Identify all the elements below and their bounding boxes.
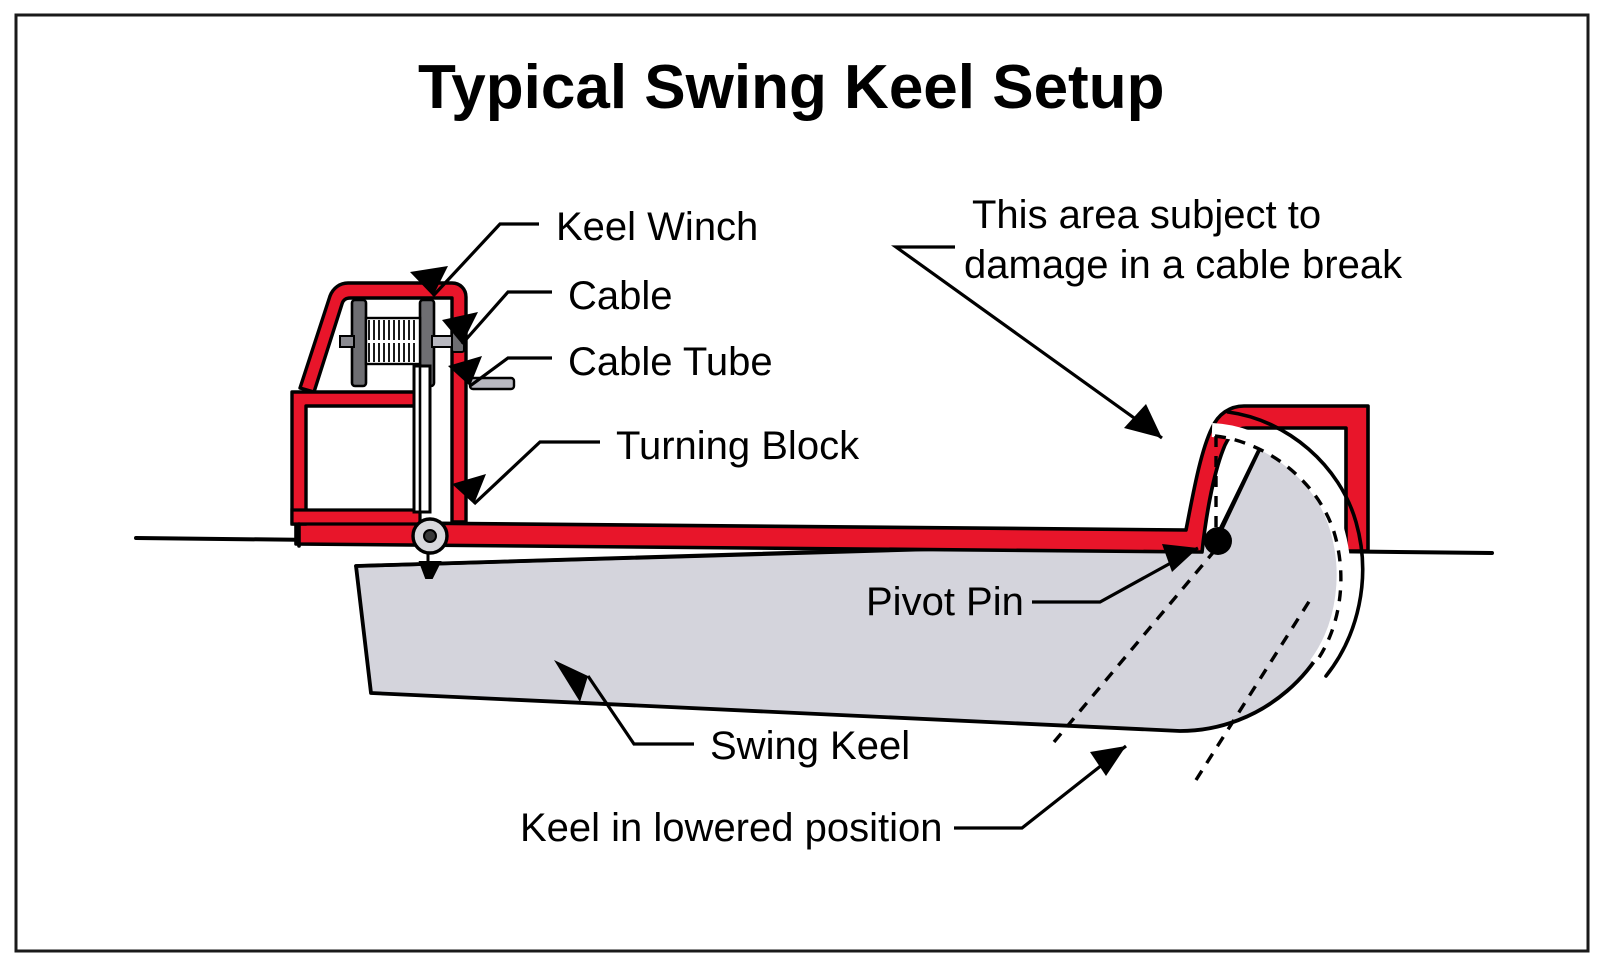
- damage-area-label-line1: This area subject to: [972, 193, 1321, 237]
- keel-lowered-label: Keel in lowered position: [520, 806, 942, 850]
- cable-tube-label: Cable Tube: [568, 340, 773, 384]
- cable-tube-leader: [469, 356, 552, 388]
- label-turning-block: Turning Block: [452, 424, 860, 506]
- keel-lowered-edge-aft: [1194, 599, 1312, 781]
- keel-trunk-gap: [1211, 423, 1351, 669]
- keel-winch-label: Keel Winch: [556, 205, 758, 249]
- cable-tube: [412, 364, 432, 514]
- winch-drum: [364, 316, 422, 366]
- pivot-pin: [1204, 527, 1232, 555]
- stern-outer-arc: [1226, 410, 1365, 678]
- pivot-pin-leader: [1032, 546, 1199, 604]
- keel-leading-radial: [1214, 442, 1264, 543]
- coiled-cable-wraps: [368, 320, 415, 362]
- turning-block-label: Turning Block: [616, 424, 860, 468]
- keel-winch-assembly: [339, 298, 465, 388]
- label-cable-tube: Cable Tube: [448, 340, 773, 388]
- label-pivot-pin: Pivot Pin: [866, 544, 1199, 624]
- winch-axle-left: [339, 335, 355, 348]
- cable-label: Cable: [568, 274, 673, 318]
- turning-block-arrowhead: [452, 474, 486, 504]
- label-keel-lowered: Keel in lowered position: [520, 744, 1127, 850]
- turning-block-leader: [472, 440, 600, 506]
- cabin-frame-lower: [290, 390, 422, 526]
- damage-area-arrowhead: [1124, 404, 1162, 438]
- label-damage-area: This area subject to damage in a cable b…: [891, 193, 1403, 440]
- label-keel-winch: Keel Winch: [410, 205, 758, 298]
- pivot-pin-label: Pivot Pin: [866, 580, 1024, 624]
- pivot-pin-arrowhead: [1162, 544, 1198, 572]
- cable-keel-attachment: [418, 561, 442, 579]
- label-swing-keel: Swing Keel: [554, 660, 910, 768]
- cable-leader: [460, 290, 552, 346]
- diagram-border: [14, 13, 1590, 953]
- cabin-sole: [290, 508, 422, 526]
- cable-tube-arrowhead: [448, 356, 482, 386]
- swing-keel-label: Swing Keel: [710, 724, 910, 768]
- swing-keel-leader: [586, 675, 694, 746]
- keel-lowered-arrowhead: [1090, 746, 1126, 776]
- turning-block-hub: [423, 529, 437, 543]
- page-title: Typical Swing Keel Setup: [418, 53, 1164, 122]
- label-cable: Cable: [442, 274, 673, 346]
- cable-arrowhead: [442, 312, 478, 344]
- turning-block-assembly: [411, 517, 449, 555]
- damage-area-label-line2: damage in a cable break: [964, 243, 1403, 287]
- cable-tube-assembly: [412, 364, 516, 514]
- cabin-frame-upper: [298, 281, 468, 524]
- damage-area-leader: [891, 245, 1163, 440]
- keel-lowered-edge-forward: [1052, 547, 1218, 744]
- swing-keel-arrowhead: [554, 660, 588, 702]
- keel-trunk-arc-dashed: [1214, 434, 1343, 663]
- keel-lowered-leader: [954, 744, 1127, 830]
- keel-winch-leader: [431, 222, 539, 298]
- keel-winch-arrowhead: [410, 266, 448, 296]
